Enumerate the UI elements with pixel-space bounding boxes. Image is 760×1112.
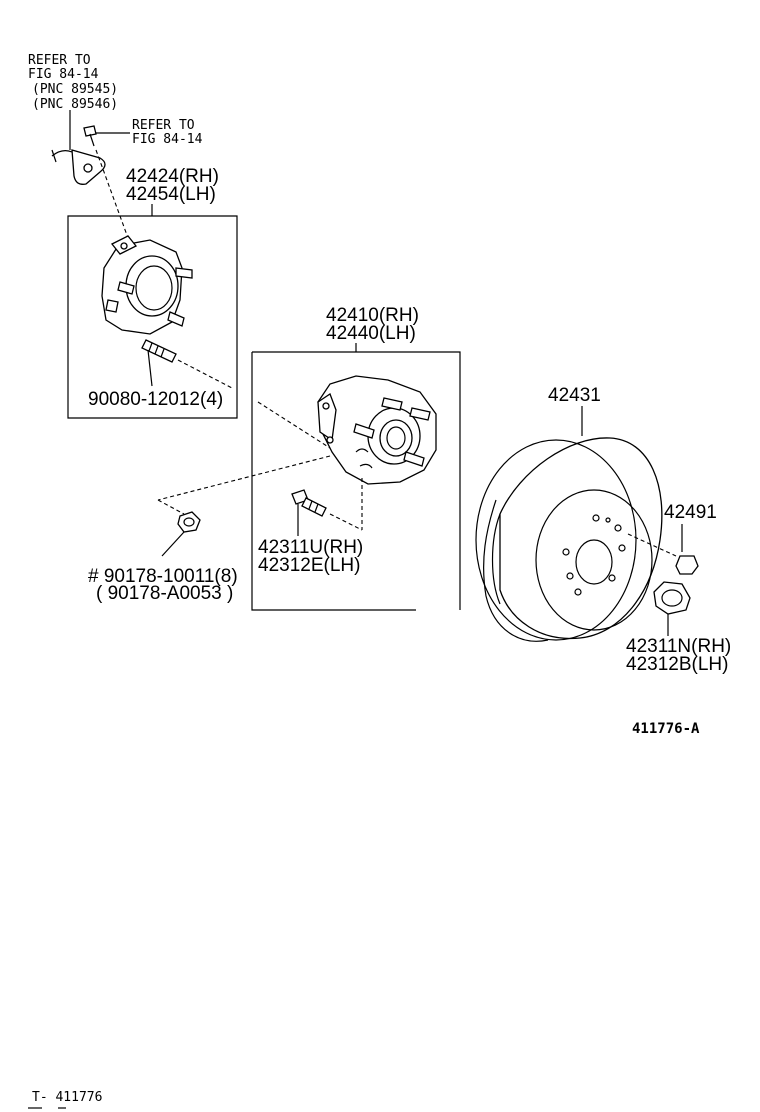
sensor-bolt-part — [83, 125, 130, 147]
nut-main-label: # 90178-10011(8) — [88, 566, 238, 587]
nut-alt-label: ( 90178-A0053 ) — [96, 583, 233, 604]
speed-sensor-part — [51, 110, 106, 185]
hub-nut-large-part — [653, 581, 691, 636]
refer-fig-b-line1: REFER TO — [132, 118, 195, 133]
refer-fig-a-line2: FIG 84-14 — [28, 67, 99, 82]
hub-lh-label: 42440(LH) — [326, 323, 416, 344]
page-code: T- 411776 — [32, 1090, 102, 1105]
hub-bearing-part — [317, 375, 437, 485]
hub-nut-rh-label: 42311N(RH) — [626, 636, 731, 657]
hub-bolt-rh-label: 42311U(RH) — [258, 537, 363, 558]
carrier-lh-label: 42454(LH) — [126, 184, 216, 205]
hub-rh-label: 42410(RH) — [326, 305, 419, 326]
plug-part — [675, 555, 699, 575]
figure-code: 411776-A — [632, 721, 700, 737]
hub-bolt-lh-label: 42312E(LH) — [258, 555, 360, 576]
plug-label: 42491 — [664, 502, 717, 523]
stud-bolt-part — [141, 339, 177, 387]
hub-nut-lh-label: 42312B(LH) — [626, 654, 728, 675]
hub-nut-small-part — [161, 511, 201, 557]
pnc-label-2: (PNC 89546) — [32, 97, 118, 112]
brake-disc-part — [475, 437, 663, 642]
carrier-rh-label: 42424(RH) — [126, 166, 219, 187]
disc-label: 42431 — [548, 385, 601, 406]
hub-group-bracket — [251, 351, 461, 611]
stud-bolt-label: 90080-12012(4) — [88, 389, 223, 410]
carrier-group-bracket — [67, 215, 238, 419]
pnc-label-1: (PNC 89545) — [32, 82, 118, 97]
hub-bolt-part — [291, 489, 327, 536]
refer-fig-b-line2: FIG 84-14 — [132, 132, 203, 147]
refer-fig-a-line1: REFER TO — [28, 53, 91, 68]
axle-carrier-part — [101, 235, 193, 335]
